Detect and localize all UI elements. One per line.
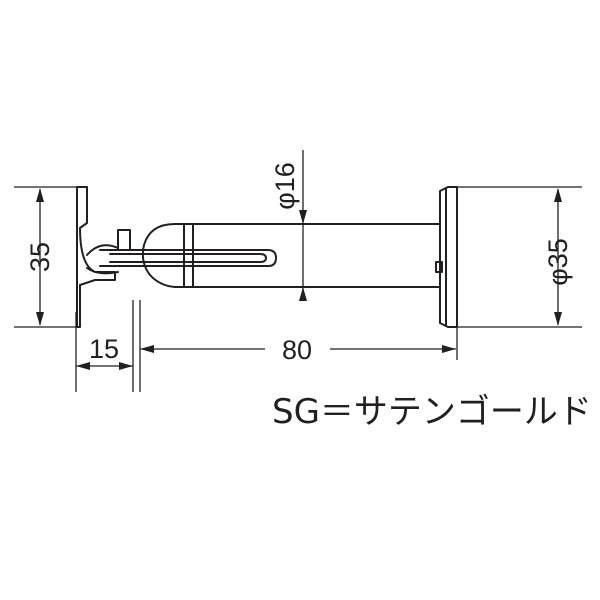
hook-ring <box>86 244 119 275</box>
strap-slot <box>109 253 267 263</box>
dim-cap-diameter-label: φ35 <box>543 238 573 286</box>
dim-length: 80 <box>139 300 456 392</box>
dim-rod-diameter: φ16 <box>270 150 307 301</box>
dim-flange-offset: 15 <box>76 334 133 370</box>
dim-rod-diameter-label: φ16 <box>270 162 300 210</box>
wall-plate <box>76 186 116 328</box>
dim-length-label: 80 <box>282 335 312 365</box>
extension-lines <box>14 186 582 392</box>
slotted-strap <box>99 249 277 267</box>
finish-caption: SG＝サテンゴールド <box>272 392 592 432</box>
dim-cap-diameter: φ35 <box>543 188 573 326</box>
dim-height-left: 35 <box>25 188 55 326</box>
rod <box>192 223 441 288</box>
end-cap-screw <box>435 261 443 273</box>
bracket-part <box>76 186 458 328</box>
end-cap <box>439 186 458 328</box>
pin-tab <box>117 229 131 251</box>
dim-flange-offset-label: 15 <box>89 334 119 364</box>
swivel-head <box>141 223 176 288</box>
dim-height-left-label: 35 <box>25 242 55 272</box>
